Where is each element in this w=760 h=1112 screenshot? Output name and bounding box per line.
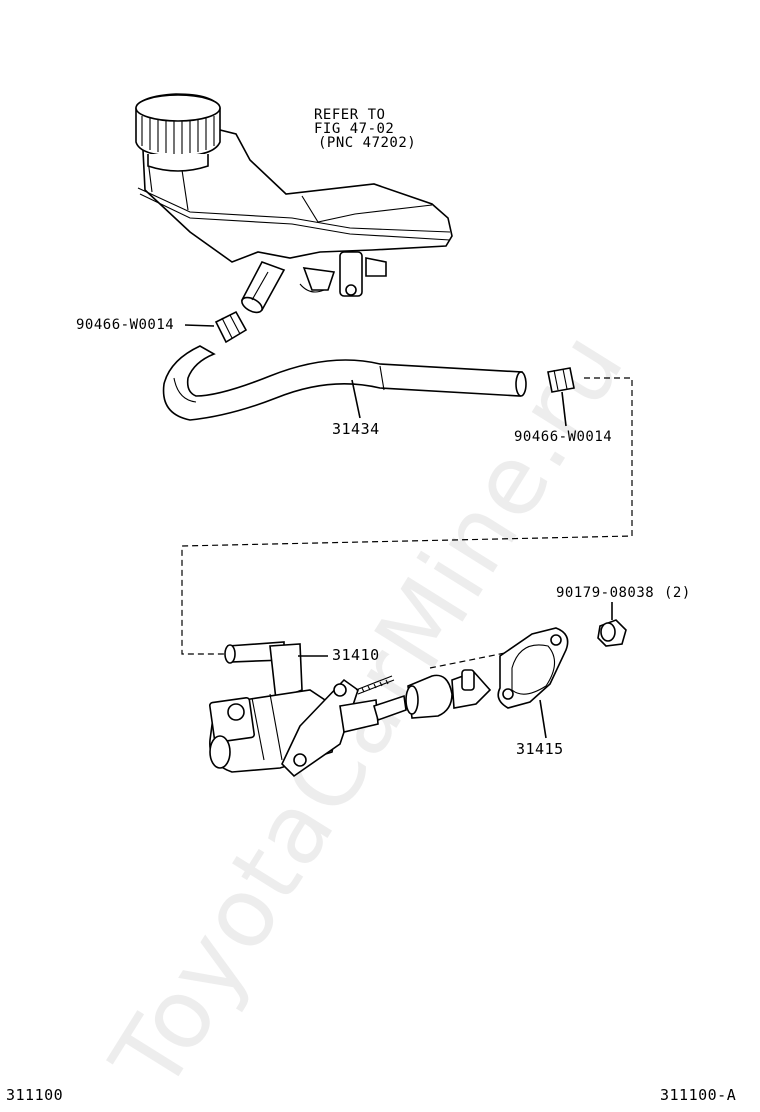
reference-note-line-3: (PNC 47202) xyxy=(318,135,417,151)
part-number-clip-upper[interactable]: 90466-W0014 xyxy=(76,317,175,333)
part-number-master-cylinder[interactable]: 31410 xyxy=(332,646,380,664)
leader-clip-upper xyxy=(184,324,215,327)
reservoir-cap xyxy=(135,93,221,172)
cylinder-gasket xyxy=(497,627,569,709)
part-quantity-nut: (2) xyxy=(664,585,691,601)
part-number-hose[interactable]: 31434 xyxy=(332,420,380,438)
clutch-master-cylinder xyxy=(208,641,492,778)
footer-right-code: 311100-A xyxy=(660,1086,737,1104)
upper-hose-clip xyxy=(214,310,248,344)
part-number-clip-lower[interactable]: 90466-W0014 xyxy=(514,429,613,445)
reservoir-outlet-nipple xyxy=(240,261,286,314)
reference-note-line-1: REFER TO xyxy=(314,107,386,123)
reservoir-hose xyxy=(162,345,527,421)
leader-hose xyxy=(351,379,361,419)
part-number-gasket[interactable]: 31415 xyxy=(516,740,564,758)
leader-gasket xyxy=(539,699,547,739)
flange-nut xyxy=(597,619,627,647)
part-number-nut[interactable]: 90179-08038 xyxy=(556,585,655,601)
lower-hose-clip xyxy=(547,367,575,393)
dashed-stud-line xyxy=(429,649,521,669)
dashed-connection-path xyxy=(181,377,633,655)
reference-note-line-2: FIG 47-02 xyxy=(314,121,395,137)
footer-left-code: 311100 xyxy=(6,1086,64,1104)
reservoir-mounts xyxy=(299,251,387,297)
leader-clip-lower xyxy=(561,391,567,427)
